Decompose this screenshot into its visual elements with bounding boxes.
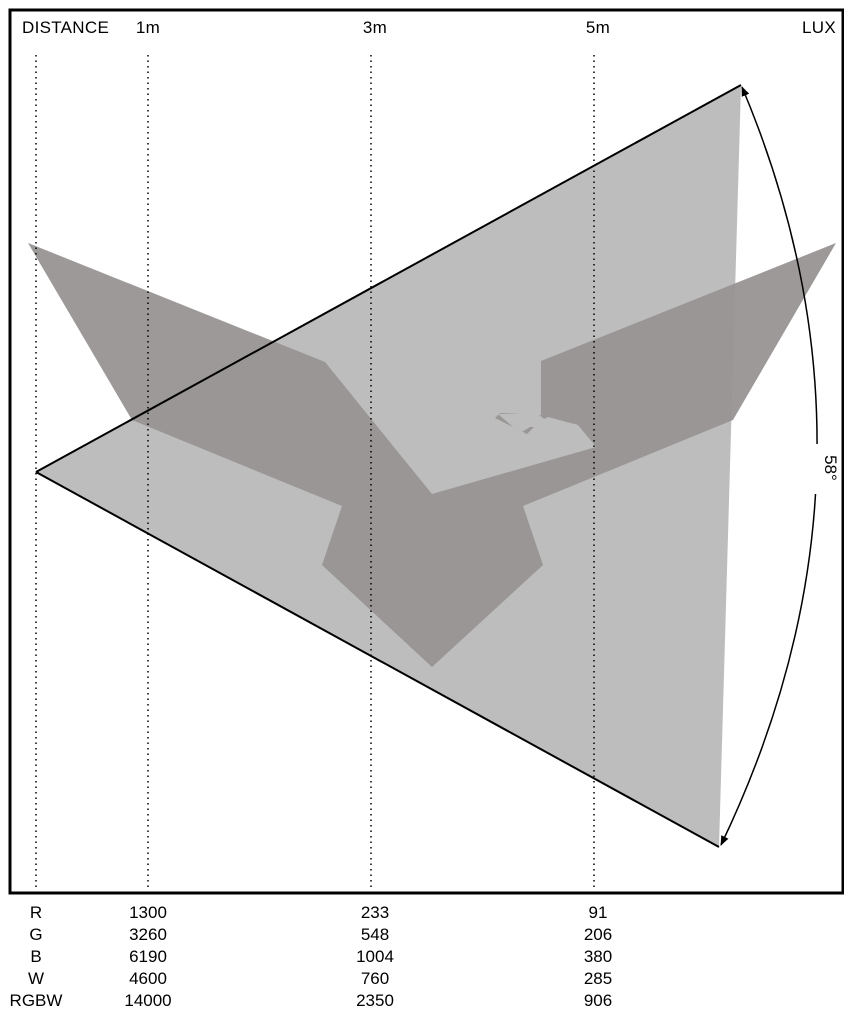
lux-row-rgbw: RGBW 14000 2350 906	[0, 990, 844, 1012]
distance-label-3m: 3m	[362, 18, 388, 37]
lux-value-5m: 206	[583, 925, 613, 944]
row-label: W	[27, 969, 45, 988]
lux-value-1m: 1300	[129, 903, 167, 922]
distance-header: DISTANCE	[22, 18, 110, 37]
row-label: R	[29, 903, 43, 922]
lux-value-5m: 906	[583, 991, 613, 1010]
lux-row-w: W 4600 760 285	[0, 968, 844, 990]
eagle-logo-watermark	[28, 243, 836, 667]
lux-value-1m: 14000	[124, 991, 172, 1010]
lux-value-3m: 760	[360, 969, 390, 988]
lux-row-g: G 3260 548 206	[0, 924, 844, 946]
beam-edge-upper	[35, 84, 742, 473]
lux-value-3m: 2350	[356, 991, 394, 1010]
beam-edge-lower	[35, 471, 720, 848]
lux-header: LUX	[802, 18, 836, 37]
row-label: G	[29, 925, 43, 944]
lux-value-3m: 233	[360, 903, 390, 922]
lux-value-3m: 548	[360, 925, 390, 944]
lux-row-b: B 6190 1004 380	[0, 946, 844, 968]
lux-value-1m: 6190	[129, 947, 167, 966]
row-label: RGBW	[9, 991, 63, 1010]
lux-row-r: R 1300 233 91	[0, 902, 844, 924]
lux-value-3m: 1004	[356, 947, 394, 966]
lux-value-5m: 380	[583, 947, 613, 966]
lux-value-5m: 285	[583, 969, 613, 988]
lux-value-5m: 91	[588, 903, 608, 922]
distance-label-5m: 5m	[585, 18, 611, 37]
row-label: B	[30, 947, 42, 966]
diagram-border	[8, 8, 844, 895]
lux-value-1m: 4600	[129, 969, 167, 988]
lux-value-1m: 3260	[129, 925, 167, 944]
angle-label-backing	[812, 444, 838, 494]
beam-angle-label: 58°	[821, 455, 840, 481]
distance-label-1m: 1m	[135, 18, 161, 37]
